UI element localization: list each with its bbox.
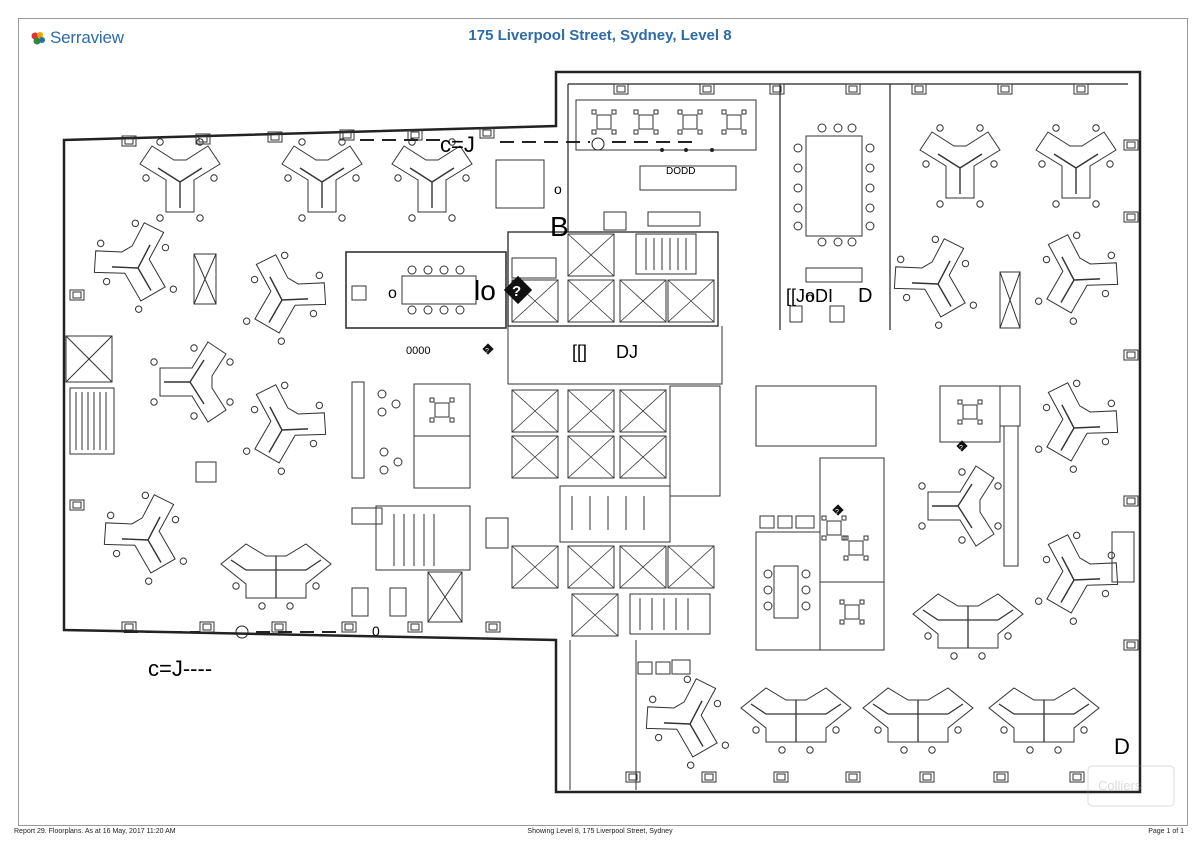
lower-centre	[569, 640, 691, 790]
right-mid-rooms	[755, 271, 1135, 651]
perimeter-columns	[69, 83, 1139, 783]
label-top-doors: c=J	[440, 132, 475, 157]
label-small-o: o	[806, 289, 814, 305]
door-lines	[124, 139, 700, 633]
svg-text:Colliers: Colliers	[1098, 778, 1142, 793]
lift-core-upper	[507, 231, 719, 327]
workstations-left	[81, 138, 473, 610]
svg-text:?: ?	[512, 283, 521, 300]
label-meeting-lo: lo	[474, 275, 496, 306]
unknown-marker-icon: ?	[503, 275, 533, 305]
door-swing-bottom	[235, 625, 249, 639]
footer-report: Report 29. Floorplans. As at 16 May, 201…	[14, 828, 176, 835]
brand-name: Serraview	[50, 28, 124, 47]
label-kitchen-dodd: DODD	[666, 166, 695, 177]
svg-text:?: ?	[959, 445, 963, 452]
unknown-marker-icon: ?	[832, 504, 844, 516]
marker-dot	[684, 148, 688, 152]
marker-dot	[710, 148, 714, 152]
page-title: 175 Liverpool Street, Sydney, Level 8	[468, 27, 732, 44]
label-small-o: 0	[372, 623, 380, 639]
central-rooms	[351, 381, 509, 623]
footer-showing: Showing Level 8, 175 Liverpool Street, S…	[527, 828, 673, 835]
label-lobby-bracket: [[]	[572, 342, 587, 362]
door-swing-top	[591, 137, 605, 151]
lift-core-lower	[511, 385, 721, 637]
marker-dot	[660, 148, 664, 152]
left-stair	[65, 335, 115, 455]
kitchen-area	[495, 99, 757, 231]
page-frame	[18, 18, 1188, 826]
colliers-watermark: Colliers	[1087, 765, 1175, 807]
boardroom	[789, 123, 875, 323]
svg-text:?: ?	[485, 348, 489, 355]
serraview-logo-icon	[31, 32, 45, 45]
footer-page: Page 1 of 1	[1148, 828, 1184, 835]
label-room-code: [[JoDI	[786, 286, 833, 306]
label-bottom-doors: c=J----	[148, 656, 212, 681]
label-d-room: D	[858, 285, 872, 307]
label-small-o: o	[554, 181, 562, 197]
unknown-marker-icon: ?	[956, 440, 968, 452]
label-zero-row: 0000	[406, 345, 430, 357]
label-lobby-dj: DJ	[616, 342, 638, 362]
brand-logo: Serraview	[30, 28, 124, 48]
unknown-marker-icon: ?	[482, 343, 494, 355]
svg-text:?: ?	[835, 509, 839, 516]
label-d-corner: D	[1114, 734, 1130, 759]
lobby	[507, 326, 723, 385]
workstations-right	[633, 124, 1131, 779]
label-small-o: o	[388, 285, 397, 302]
label-lift-b: B	[550, 211, 569, 242]
left-small-units	[193, 253, 217, 483]
